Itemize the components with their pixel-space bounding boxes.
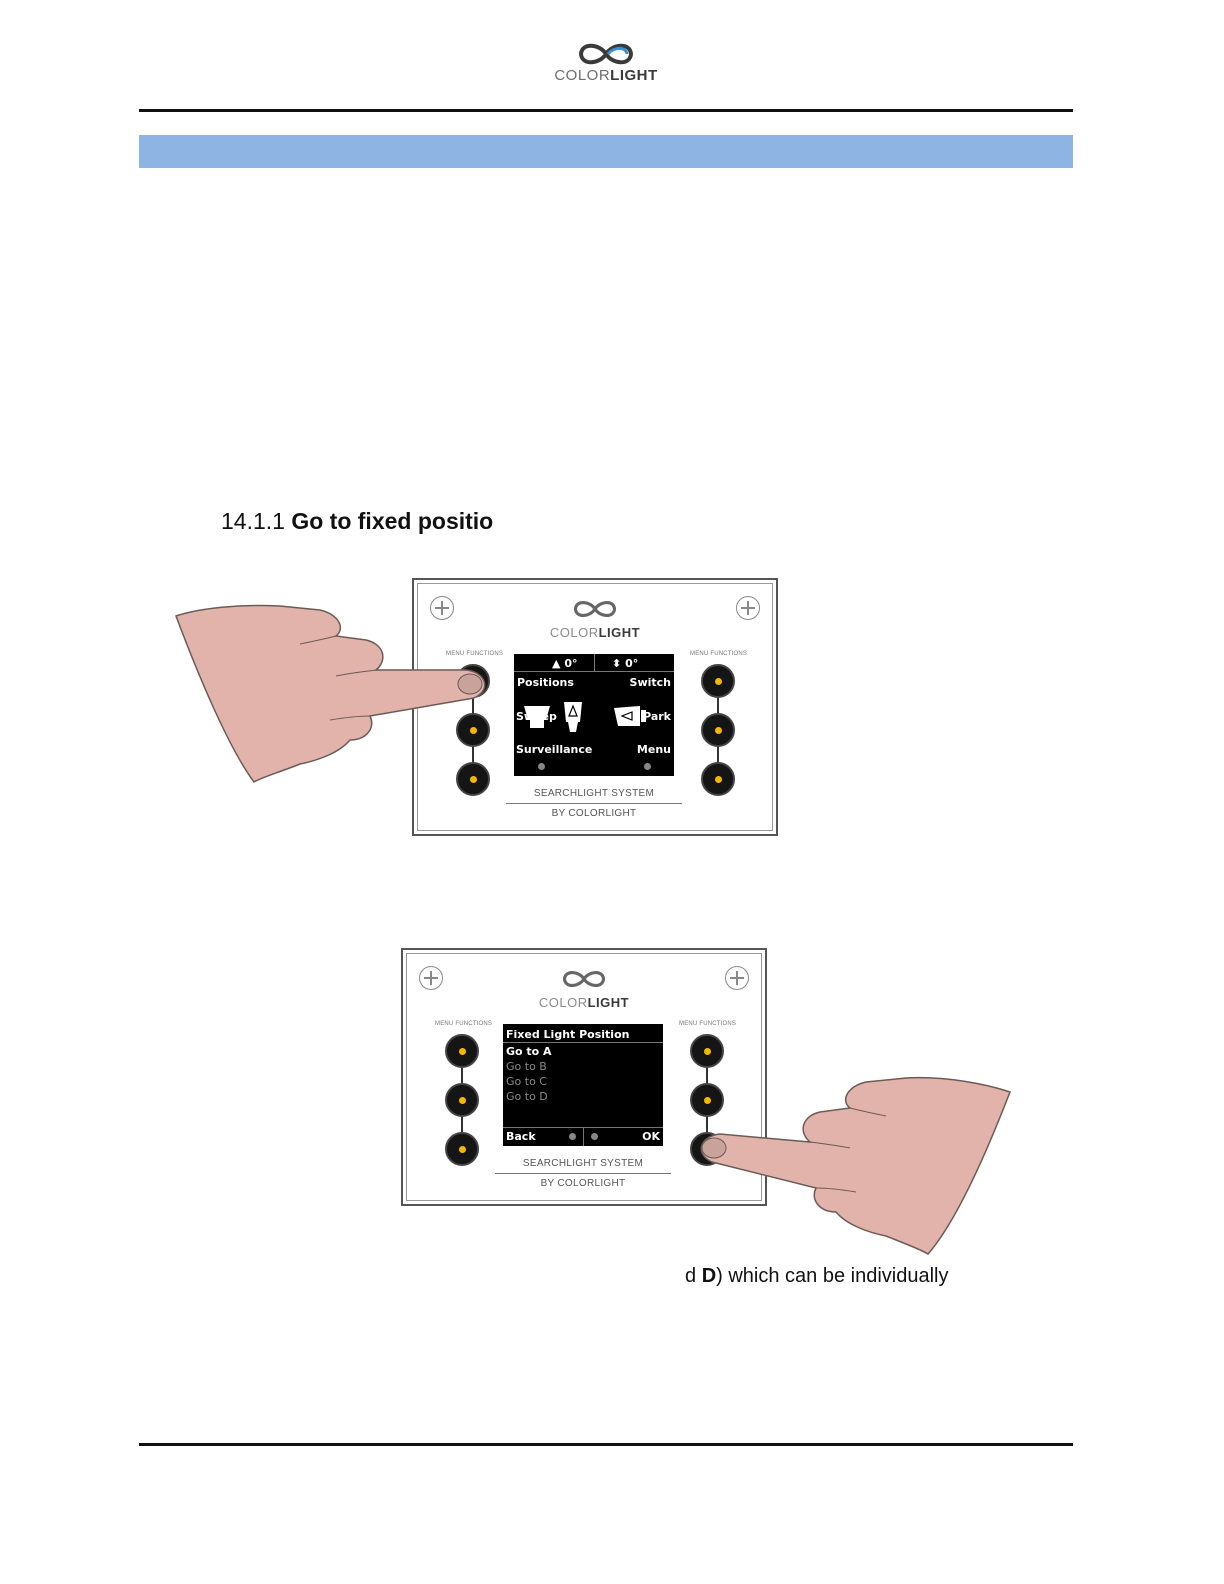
menu-menu: Menu bbox=[636, 743, 671, 756]
menu-switch: Switch bbox=[629, 676, 671, 689]
display-screen: Fixed Light Position Go to A Go to B Go … bbox=[503, 1024, 663, 1146]
menu-sweep: Sweep bbox=[516, 710, 557, 723]
tilt-arrows-icon: ⬍ bbox=[612, 657, 622, 670]
panel-logo: COLORLIGHT bbox=[535, 598, 655, 641]
logo-wordmark: COLORLIGHT bbox=[554, 67, 658, 84]
searchlight-icon bbox=[524, 702, 582, 732]
left-button-top[interactable] bbox=[445, 1034, 479, 1068]
pointing-hand-illustration bbox=[175, 604, 486, 784]
section-number: 14.1.1 bbox=[221, 508, 285, 534]
right-button-middle[interactable] bbox=[701, 713, 735, 747]
control-panel-main-menu: COLORLIGHT MENU FUNCTIONS MENU FUNCTIONS… bbox=[412, 578, 778, 836]
screw-icon bbox=[419, 966, 443, 990]
indicator-dot bbox=[591, 1133, 598, 1140]
screen-title: Fixed Light Position bbox=[506, 1028, 630, 1041]
right-button-middle[interactable] bbox=[690, 1083, 724, 1117]
softkey-ok: OK bbox=[642, 1130, 660, 1143]
right-button-top[interactable] bbox=[701, 664, 735, 698]
section-band bbox=[139, 135, 1073, 168]
right-button-bottom[interactable] bbox=[701, 762, 735, 796]
menu-functions-label-left: MENU FUNCTIONS bbox=[446, 651, 504, 657]
menu-item-go-to-d: Go to D bbox=[506, 1090, 548, 1103]
menu-functions-label-right: MENU FUNCTIONS bbox=[690, 651, 748, 657]
panel-footer-line2: BY COLORLIGHT bbox=[551, 808, 637, 819]
left-button-bottom[interactable] bbox=[445, 1132, 479, 1166]
indicator-dot bbox=[644, 763, 651, 770]
indicator-dot bbox=[538, 763, 545, 770]
screw-icon bbox=[430, 596, 454, 620]
screw-icon bbox=[725, 966, 749, 990]
softkey-back: Back bbox=[506, 1130, 536, 1143]
display-screen: ▲ 0° ⬍ 0° Positions Switch Sweep Park Su… bbox=[514, 654, 674, 776]
panel-footer-line1: SEARCHLIGHT SYSTEM bbox=[533, 788, 655, 799]
pointing-hand-illustration bbox=[700, 1076, 1011, 1255]
panel-footer-line1: SEARCHLIGHT SYSTEM bbox=[522, 1158, 644, 1169]
section-heading: 14.1.1 Go to fixed positio bbox=[221, 508, 493, 535]
footer-rule bbox=[139, 1443, 1073, 1446]
pan-arrow-icon: ▲ bbox=[552, 657, 561, 670]
menu-item-go-to-c: Go to C bbox=[506, 1075, 547, 1088]
tilt-readout: ⬍ 0° bbox=[612, 657, 639, 670]
menu-item-go-to-b: Go to B bbox=[506, 1060, 547, 1073]
panel-logo: COLORLIGHT bbox=[524, 968, 644, 1011]
infinity-logo-icon bbox=[573, 600, 617, 618]
menu-positions: Positions bbox=[517, 676, 574, 689]
control-panel-fixed-position: COLORLIGHT MENU FUNCTIONS MENU FUNCTIONS… bbox=[401, 948, 767, 1206]
infinity-logo-icon bbox=[562, 970, 606, 988]
indicator-dot bbox=[569, 1133, 576, 1140]
left-button-middle[interactable] bbox=[456, 713, 490, 747]
menu-item-go-to-a: Go to A bbox=[506, 1045, 552, 1058]
colorlight-logo: COLORLIGHT bbox=[548, 40, 664, 90]
screw-icon bbox=[736, 596, 760, 620]
menu-surveillance: Surveillance bbox=[516, 743, 593, 756]
left-button-middle[interactable] bbox=[445, 1083, 479, 1117]
section-title: Go to fixed positio bbox=[291, 508, 494, 534]
pan-readout: ▲ 0° bbox=[552, 657, 578, 670]
header-rule bbox=[139, 109, 1073, 112]
menu-functions-label-right: MENU FUNCTIONS bbox=[679, 1021, 737, 1027]
infinity-logo-icon bbox=[578, 43, 634, 65]
left-button-bottom[interactable] bbox=[456, 762, 490, 796]
panel-footer-line2: BY COLORLIGHT bbox=[540, 1178, 626, 1189]
menu-functions-label-left: MENU FUNCTIONS bbox=[435, 1021, 493, 1027]
menu-park: Park bbox=[643, 710, 671, 723]
park-light-icon bbox=[614, 706, 646, 726]
caption-text: d D) which can be individually bbox=[685, 1265, 949, 1287]
right-button-top[interactable] bbox=[690, 1034, 724, 1068]
